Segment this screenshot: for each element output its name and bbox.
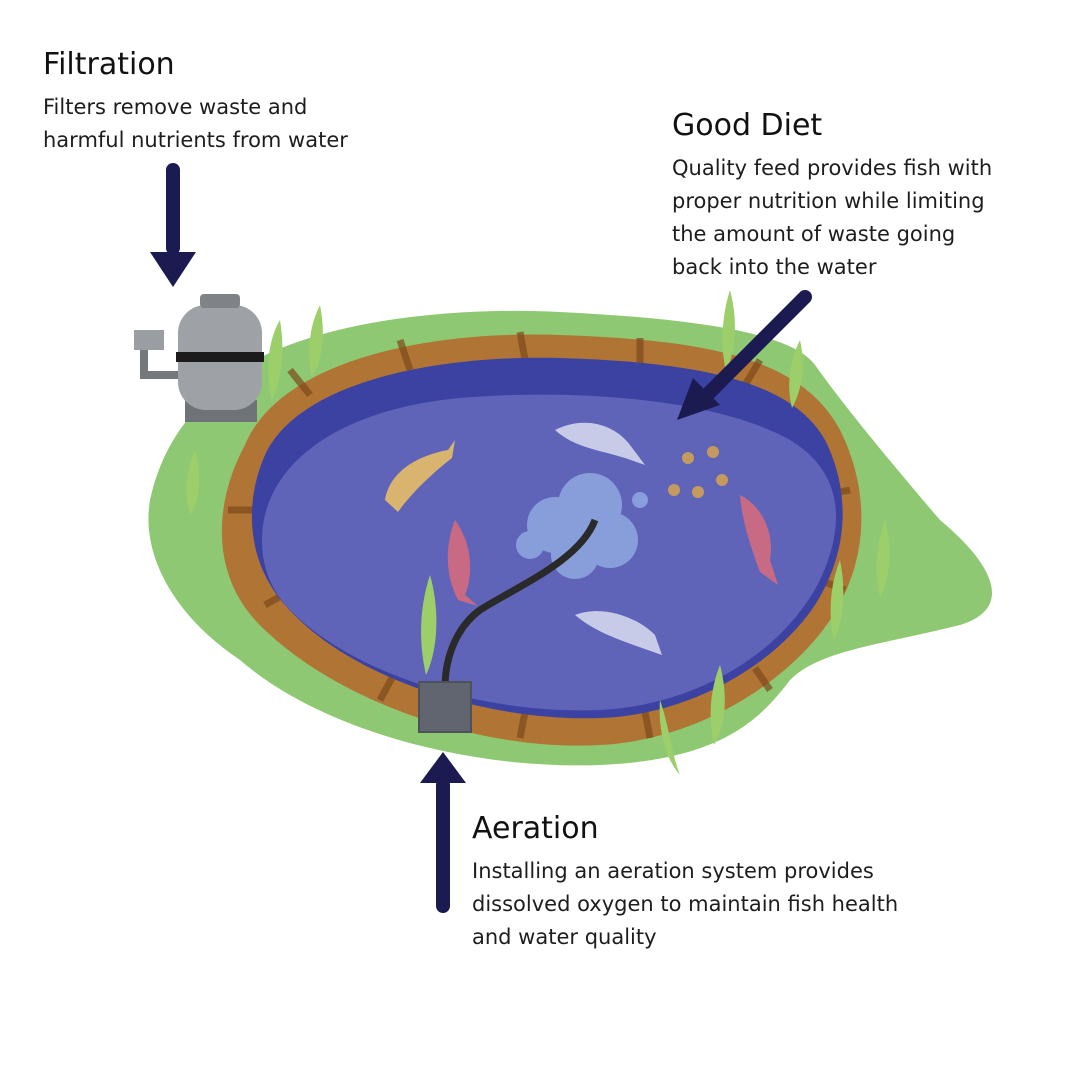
aeration-title: Aeration [472, 811, 599, 846]
filtration-callout: Filtration Filters remove waste and harm… [43, 48, 443, 157]
filtration-arrow [150, 163, 196, 287]
aeration-desc-line: dissolved oxygen to maintain fish health [472, 892, 899, 916]
good-diet-desc-line: proper nutrition while limiting [672, 189, 985, 213]
good-diet-title: Good Diet [672, 108, 823, 143]
aerator-box-icon [418, 681, 472, 733]
good-diet-description: Quality feed provides fish with proper n… [672, 152, 1062, 284]
aeration-desc-line: and water quality [472, 925, 657, 949]
koi-fish-icon [385, 422, 778, 655]
good-diet-desc-line: the amount of waste going [672, 222, 956, 246]
aeration-description: Installing an aeration system provides d… [472, 855, 992, 954]
grass-blades [186, 290, 890, 775]
feed-pellets-icon [668, 446, 728, 498]
filtration-title: Filtration [43, 47, 175, 82]
filtration-description: Filters remove waste and harmful nutrien… [43, 91, 443, 157]
aeration-arrow [420, 752, 466, 913]
good-diet-callout: Good Diet Quality feed provides fish wit… [672, 109, 1062, 284]
air-bubbles-icon [516, 473, 648, 579]
pond-filter-icon [134, 294, 264, 422]
aeration-desc-line: Installing an aeration system provides [472, 859, 874, 883]
aerator-hose [441, 518, 599, 689]
diet-arrow [677, 290, 812, 420]
good-diet-desc-line: back into the water [672, 255, 877, 279]
good-diet-desc-line: Quality feed provides fish with [672, 156, 993, 180]
filtration-desc-line: harmful nutrients from water [43, 128, 348, 152]
filtration-desc-line: Filters remove waste and [43, 95, 308, 119]
aeration-callout: Aeration Installing an aeration system p… [472, 812, 992, 954]
